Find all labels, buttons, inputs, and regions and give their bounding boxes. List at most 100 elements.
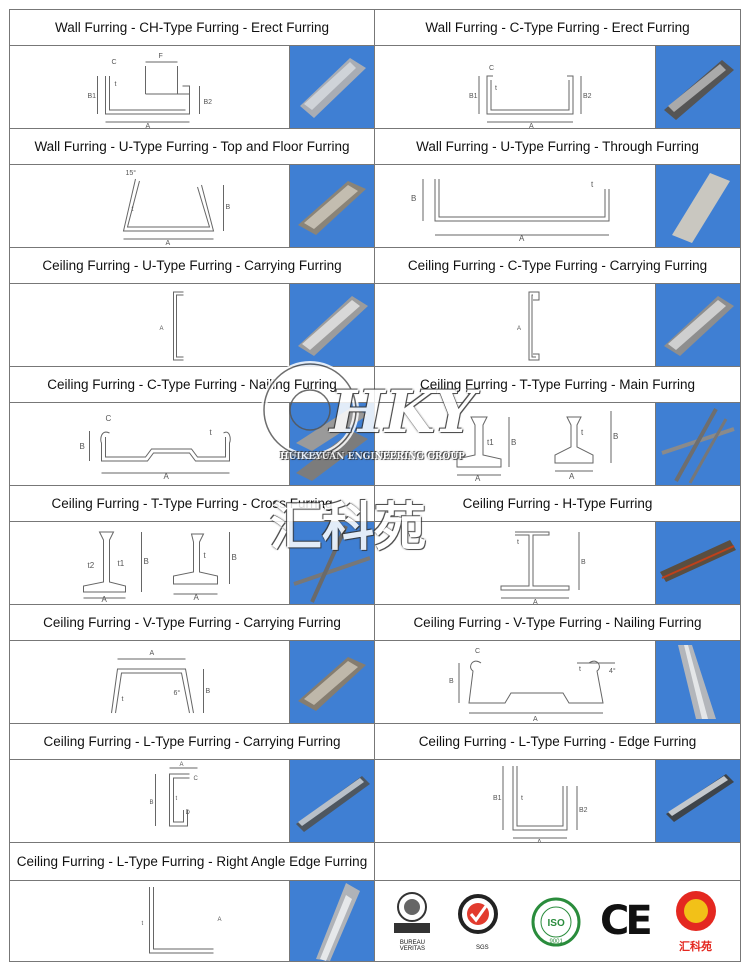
dim-label: B2 bbox=[204, 99, 213, 106]
dim-label: 15° bbox=[126, 169, 137, 177]
product-cell-v-carrying: Ceiling Furring - V-Type Furring - Carry… bbox=[9, 605, 375, 724]
cell-title-empty bbox=[375, 843, 740, 881]
profile-drawing: 15° t B A bbox=[10, 165, 290, 247]
cell-body: B t A bbox=[375, 165, 740, 247]
product-cell-u-carrying: Ceiling Furring - U-Type Furring - Carry… bbox=[9, 248, 375, 367]
product-photo bbox=[290, 165, 374, 247]
dim-label: t1 bbox=[118, 559, 125, 568]
dim-label: t bbox=[176, 796, 178, 802]
product-photo bbox=[290, 881, 374, 961]
grid-row: Ceiling Furring - T-Type Furring - Cross… bbox=[9, 486, 741, 605]
cell-title: Ceiling Furring - T-Type Furring - Cross… bbox=[10, 486, 374, 522]
product-photo bbox=[290, 403, 374, 485]
product-photo bbox=[290, 641, 374, 723]
cell-title: Wall Furring - U-Type Furring - Through … bbox=[375, 129, 740, 165]
dim-label: t bbox=[132, 206, 134, 213]
dim-label: A bbox=[529, 123, 534, 128]
cell-title: Ceiling Furring - L-Type Furring - Edge … bbox=[375, 724, 740, 760]
cell-title: Ceiling Furring - V-Type Furring - Naili… bbox=[375, 605, 740, 641]
dim-label: B2 bbox=[579, 807, 588, 814]
grid-row: Wall Furring - U-Type Furring - Top and … bbox=[9, 129, 741, 248]
product-cell-u-through: Wall Furring - U-Type Furring - Through … bbox=[375, 129, 741, 248]
dim-label: A bbox=[102, 595, 108, 604]
dim-label: C bbox=[112, 59, 117, 66]
iso-num: 9001 bbox=[549, 939, 563, 945]
dim-label: B bbox=[613, 432, 618, 441]
brand-logo: 汇科苑 bbox=[666, 889, 726, 954]
product-photo bbox=[656, 284, 740, 366]
product-photo bbox=[290, 522, 374, 604]
product-photo bbox=[290, 760, 374, 842]
grid-row: Ceiling Furring - C-Type Furring - Naili… bbox=[9, 367, 741, 486]
dim-label: B bbox=[511, 438, 516, 447]
cell-body: t A bbox=[10, 881, 374, 961]
profile-drawing: A bbox=[10, 284, 290, 366]
profile-drawing: A C B t D bbox=[10, 760, 290, 842]
cell-title: Wall Furring - CH-Type Furring - Erect F… bbox=[10, 10, 374, 46]
profile-drawing: C t B1 B2 A bbox=[375, 46, 656, 128]
dim-label: t bbox=[495, 85, 497, 92]
sgs-caption: SGS bbox=[475, 944, 489, 951]
dim-label: A bbox=[475, 474, 481, 483]
dim-label: B bbox=[80, 442, 85, 451]
product-photo bbox=[656, 403, 740, 485]
dim-label: B1 bbox=[493, 795, 502, 802]
cell-body: BUREAU VERITAS SGS bbox=[375, 881, 740, 961]
cell-body: t 6° B A bbox=[10, 641, 374, 723]
dim-label: A bbox=[194, 593, 200, 602]
dim-label: C bbox=[194, 776, 199, 782]
dim-label: t bbox=[142, 921, 144, 927]
dim-label: F bbox=[159, 53, 163, 60]
profile-drawing: t 6° B A bbox=[10, 641, 290, 723]
cell-body: C t B1 B2 A bbox=[375, 46, 740, 128]
certifications-cell: BUREAU VERITAS SGS bbox=[375, 843, 741, 962]
dim-label: t bbox=[581, 428, 584, 437]
ce-mark: CE bbox=[600, 898, 653, 944]
dim-label: A bbox=[146, 123, 151, 128]
grid-row: Ceiling Furring - L-Type Furring - Carry… bbox=[9, 724, 741, 843]
profile-drawing: C F B1 t B2 A bbox=[10, 46, 290, 128]
product-photo bbox=[290, 284, 374, 366]
cell-title: Ceiling Furring - C-Type Furring - Carry… bbox=[375, 248, 740, 284]
cell-body: A C B t D bbox=[10, 760, 374, 842]
dim-label: A bbox=[164, 472, 170, 481]
product-photo bbox=[656, 46, 740, 128]
grid-row: Wall Furring - CH-Type Furring - Erect F… bbox=[9, 9, 741, 129]
profile-drawing: t1 B t B A A bbox=[375, 403, 656, 485]
dim-label: A bbox=[533, 599, 538, 604]
iso-logo: ISO 9001 bbox=[529, 897, 583, 947]
dim-label: C bbox=[106, 414, 112, 423]
dim-label: B1 bbox=[88, 93, 97, 100]
dim-label: A bbox=[160, 326, 164, 332]
iso-caption: ISO bbox=[547, 918, 565, 929]
cell-body: t B A bbox=[375, 522, 740, 604]
dim-label: B bbox=[232, 553, 237, 562]
dim-label: D bbox=[186, 810, 191, 816]
dim-label: A bbox=[166, 240, 171, 247]
dim-label: A bbox=[569, 472, 575, 481]
dim-label: t2 bbox=[88, 561, 95, 570]
cell-title: Wall Furring - U-Type Furring - Top and … bbox=[10, 129, 374, 165]
bureau-caption: BUREAU VERITAS bbox=[399, 939, 426, 952]
dim-label: t bbox=[591, 180, 594, 189]
cell-body: C B t A bbox=[10, 403, 374, 485]
product-cell-v-nailing: Ceiling Furring - V-Type Furring - Naili… bbox=[375, 605, 741, 724]
cell-title: Wall Furring - C-Type Furring - Erect Fu… bbox=[375, 10, 740, 46]
dim-label: t bbox=[517, 539, 519, 546]
grid-row: Ceiling Furring - L-Type Furring - Right… bbox=[9, 843, 741, 962]
product-photo bbox=[656, 165, 740, 247]
product-cell-l-carrying: Ceiling Furring - L-Type Furring - Carry… bbox=[9, 724, 375, 843]
cell-title: Ceiling Furring - L-Type Furring - Carry… bbox=[10, 724, 374, 760]
profile-drawing: C B t A bbox=[10, 403, 290, 485]
dim-label: B bbox=[144, 557, 149, 566]
product-cell-l-right-angle: Ceiling Furring - L-Type Furring - Right… bbox=[9, 843, 375, 962]
dim-label: B bbox=[449, 678, 454, 685]
product-photo bbox=[290, 46, 374, 128]
dim-label: t bbox=[204, 551, 207, 560]
product-photo bbox=[656, 641, 740, 723]
profile-drawing: t2 t1 B t B A A bbox=[10, 522, 290, 604]
product-cell-l-edge: Ceiling Furring - L-Type Furring - Edge … bbox=[375, 724, 741, 843]
cell-title: Ceiling Furring - C-Type Furring - Naili… bbox=[10, 367, 374, 403]
dim-label: t bbox=[521, 795, 523, 802]
product-grid: Wall Furring - CH-Type Furring - Erect F… bbox=[9, 9, 741, 962]
